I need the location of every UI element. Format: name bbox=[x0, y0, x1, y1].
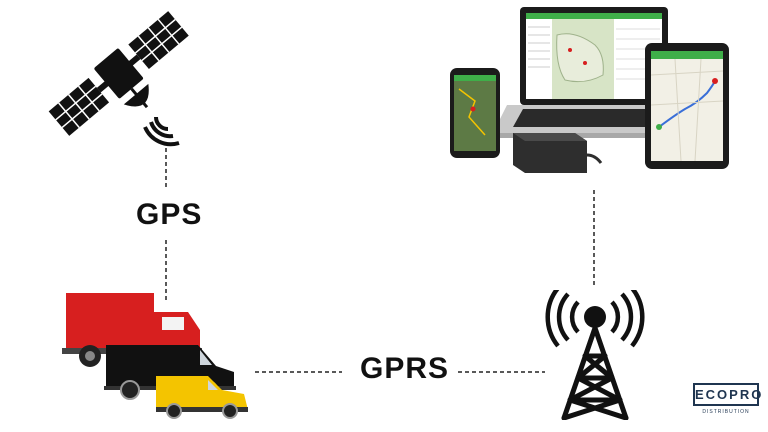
satellite-icon bbox=[48, 11, 189, 147]
ecopro-logo: ECOPRO DISTRIBUTION bbox=[693, 383, 761, 415]
yellow-van-icon bbox=[156, 376, 248, 419]
logo-subtitle: DISTRIBUTION bbox=[702, 409, 750, 415]
cell-tower-icon bbox=[545, 290, 645, 420]
devices-illustration bbox=[450, 7, 729, 173]
gprs-label: GPRS bbox=[360, 352, 450, 385]
gps-label: GPS bbox=[136, 198, 203, 231]
logo-name: ECOPRO bbox=[693, 383, 761, 406]
gps-tracker-device bbox=[513, 133, 603, 173]
vehicles-illustration bbox=[62, 293, 248, 419]
